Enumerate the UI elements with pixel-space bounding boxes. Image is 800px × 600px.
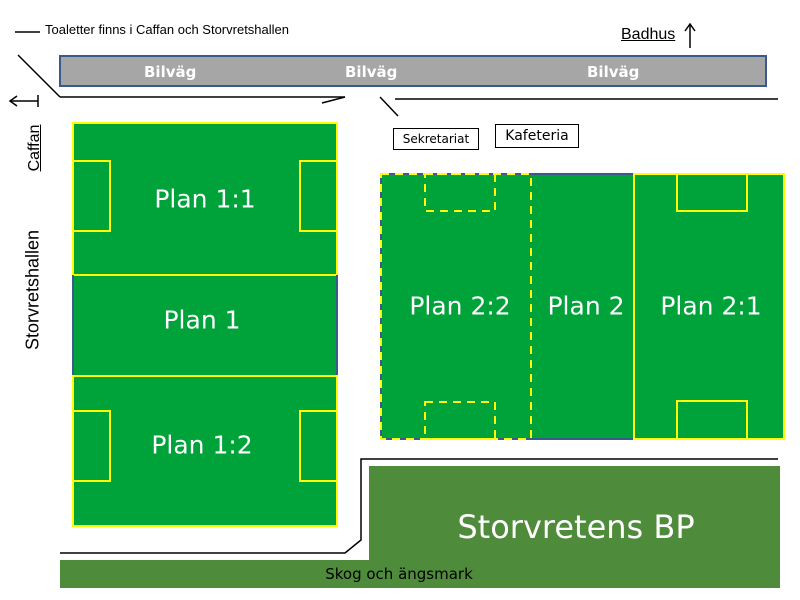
label-plan-2: Plan 2	[547, 291, 625, 321]
road	[59, 55, 767, 87]
road-label-1: Bilväg	[144, 63, 197, 81]
goal-area-2-2-bottom	[424, 401, 496, 440]
goal-area-1-1-right	[299, 160, 338, 232]
left-arrow-icon	[8, 95, 39, 107]
goal-area-2-2-top	[424, 173, 496, 212]
up-arrow-icon	[684, 22, 696, 48]
caffan-label: Caffan	[26, 124, 43, 172]
road-label-3: Bilväg	[587, 63, 640, 81]
forest-label: Skog och ängsmark	[325, 565, 473, 583]
goal-area-1-1-left	[72, 160, 111, 232]
badhus-label: Badhus	[621, 26, 676, 43]
label-plan-1-2: Plan 1:2	[151, 430, 253, 460]
storvretshallen-label: Storvretshallen	[22, 229, 43, 351]
label-plan-1-1: Plan 1:1	[154, 184, 256, 214]
storvretens-bp-area	[369, 466, 780, 560]
goal-area-1-2-left	[72, 410, 111, 482]
road-edge-lines	[15, 31, 778, 117]
field-plan-2-1	[633, 173, 785, 440]
goal-area-1-2-right	[299, 410, 338, 482]
label-plan-1: Plan 1	[163, 305, 241, 335]
forest-strip	[60, 560, 780, 588]
goal-area-2-1-top	[676, 173, 748, 212]
sekretariat-label: Sekretariat	[393, 128, 479, 150]
toilet-notice: Toaletter finns i Caffan och Storvretsha…	[45, 22, 290, 37]
road-label-2: Bilväg	[345, 63, 398, 81]
storvretens-bp-label: Storvretens BP	[457, 508, 695, 546]
label-plan-2-2: Plan 2:2	[409, 291, 511, 321]
label-plan-2-1: Plan 2:1	[660, 291, 762, 321]
kafeteria-label: Kafeteria	[495, 124, 579, 148]
path-lines	[60, 458, 778, 554]
goal-area-2-1-bottom	[676, 400, 748, 440]
